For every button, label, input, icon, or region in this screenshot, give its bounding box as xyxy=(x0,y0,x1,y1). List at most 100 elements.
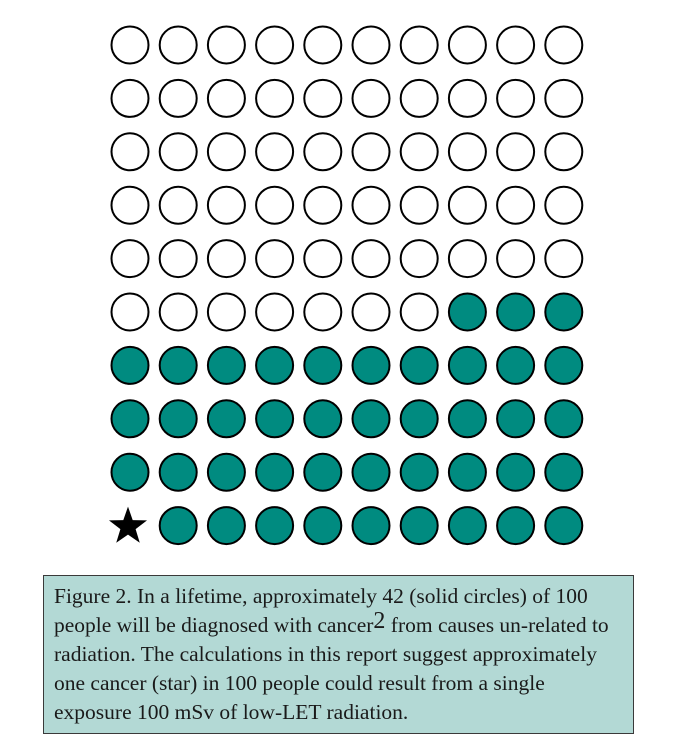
open-circle-icon xyxy=(110,292,150,332)
solid-circle-icon xyxy=(110,399,150,439)
solid-circle-icon xyxy=(255,452,295,492)
open-circle-icon xyxy=(447,132,487,172)
open-circle-icon xyxy=(206,292,246,332)
open-circle-icon xyxy=(399,185,439,225)
solid-circle-icon xyxy=(399,399,439,439)
solid-circle-icon xyxy=(447,399,487,439)
solid-circle-icon xyxy=(206,399,246,439)
solid-circle-icon xyxy=(544,345,584,385)
open-circle-icon xyxy=(351,78,391,118)
open-circle-icon xyxy=(206,25,246,65)
open-circle-icon xyxy=(110,239,150,279)
open-circle-icon xyxy=(110,78,150,118)
solid-circle-icon xyxy=(351,452,391,492)
open-circle-icon xyxy=(496,185,536,225)
open-circle-icon xyxy=(110,132,150,172)
solid-circle-icon xyxy=(399,452,439,492)
open-circle-icon xyxy=(158,292,198,332)
solid-circle-icon xyxy=(303,399,343,439)
caption-text-before: Figure 2. In a lifetime, approximately 4… xyxy=(54,584,588,637)
solid-circle-icon xyxy=(399,506,439,546)
open-circle-icon xyxy=(255,25,295,65)
open-circle-icon xyxy=(447,25,487,65)
open-circle-icon xyxy=(158,239,198,279)
solid-circle-icon xyxy=(496,345,536,385)
figure-caption: Figure 2. In a lifetime, approximately 4… xyxy=(43,575,634,734)
caption-superscript: 2 xyxy=(373,608,386,634)
open-circle-icon xyxy=(351,185,391,225)
open-circle-icon xyxy=(206,239,246,279)
open-circle-icon xyxy=(158,25,198,65)
caption-text-after: from causes un-related to radiation. The… xyxy=(54,613,609,724)
open-circle-icon xyxy=(351,132,391,172)
open-circle-icon xyxy=(399,239,439,279)
solid-circle-icon xyxy=(158,399,198,439)
open-circle-icon xyxy=(496,132,536,172)
solid-circle-icon xyxy=(255,399,295,439)
open-circle-icon xyxy=(206,185,246,225)
solid-circle-icon xyxy=(303,506,343,546)
solid-circle-icon xyxy=(496,292,536,332)
solid-circle-icon xyxy=(496,452,536,492)
people-grid xyxy=(108,25,584,546)
open-circle-icon xyxy=(496,78,536,118)
solid-circle-icon xyxy=(158,345,198,385)
solid-circle-icon xyxy=(158,506,198,546)
solid-circle-icon xyxy=(544,452,584,492)
open-circle-icon xyxy=(255,292,295,332)
solid-circle-icon xyxy=(447,506,487,546)
open-circle-icon xyxy=(303,185,343,225)
open-circle-icon xyxy=(351,292,391,332)
open-circle-icon xyxy=(544,78,584,118)
solid-circle-icon xyxy=(496,506,536,546)
solid-circle-icon xyxy=(110,452,150,492)
open-circle-icon xyxy=(544,25,584,65)
solid-circle-icon xyxy=(351,345,391,385)
solid-circle-icon xyxy=(110,345,150,385)
open-circle-icon xyxy=(255,185,295,225)
open-circle-icon xyxy=(447,185,487,225)
star-icon xyxy=(108,506,148,543)
solid-circle-icon xyxy=(351,506,391,546)
solid-circle-icon xyxy=(206,506,246,546)
open-circle-icon xyxy=(303,78,343,118)
solid-circle-icon xyxy=(206,452,246,492)
open-circle-icon xyxy=(110,25,150,65)
solid-circle-icon xyxy=(447,452,487,492)
solid-circle-icon xyxy=(399,345,439,385)
solid-circle-icon xyxy=(544,292,584,332)
solid-circle-icon xyxy=(447,292,487,332)
solid-circle-icon xyxy=(496,399,536,439)
open-circle-icon xyxy=(399,78,439,118)
solid-circle-icon xyxy=(255,345,295,385)
open-circle-icon xyxy=(399,132,439,172)
open-circle-icon xyxy=(206,78,246,118)
open-circle-icon xyxy=(158,132,198,172)
solid-circle-icon xyxy=(158,452,198,492)
open-circle-icon xyxy=(206,132,246,172)
open-circle-icon xyxy=(544,132,584,172)
open-circle-icon xyxy=(447,239,487,279)
solid-circle-icon xyxy=(351,399,391,439)
open-circle-icon xyxy=(399,25,439,65)
open-circle-icon xyxy=(255,78,295,118)
open-circle-icon xyxy=(496,25,536,65)
open-circle-icon xyxy=(399,292,439,332)
open-circle-icon xyxy=(351,25,391,65)
solid-circle-icon xyxy=(206,345,246,385)
open-circle-icon xyxy=(303,292,343,332)
solid-circle-icon xyxy=(303,345,343,385)
solid-circle-icon xyxy=(303,452,343,492)
solid-circle-icon xyxy=(255,506,295,546)
open-circle-icon xyxy=(303,239,343,279)
open-circle-icon xyxy=(544,239,584,279)
solid-circle-icon xyxy=(447,345,487,385)
solid-circle-icon xyxy=(544,399,584,439)
open-circle-icon xyxy=(351,239,391,279)
open-circle-icon xyxy=(544,185,584,225)
open-circle-icon xyxy=(303,132,343,172)
open-circle-icon xyxy=(158,185,198,225)
open-circle-icon xyxy=(158,78,198,118)
open-circle-icon xyxy=(255,132,295,172)
open-circle-icon xyxy=(255,239,295,279)
